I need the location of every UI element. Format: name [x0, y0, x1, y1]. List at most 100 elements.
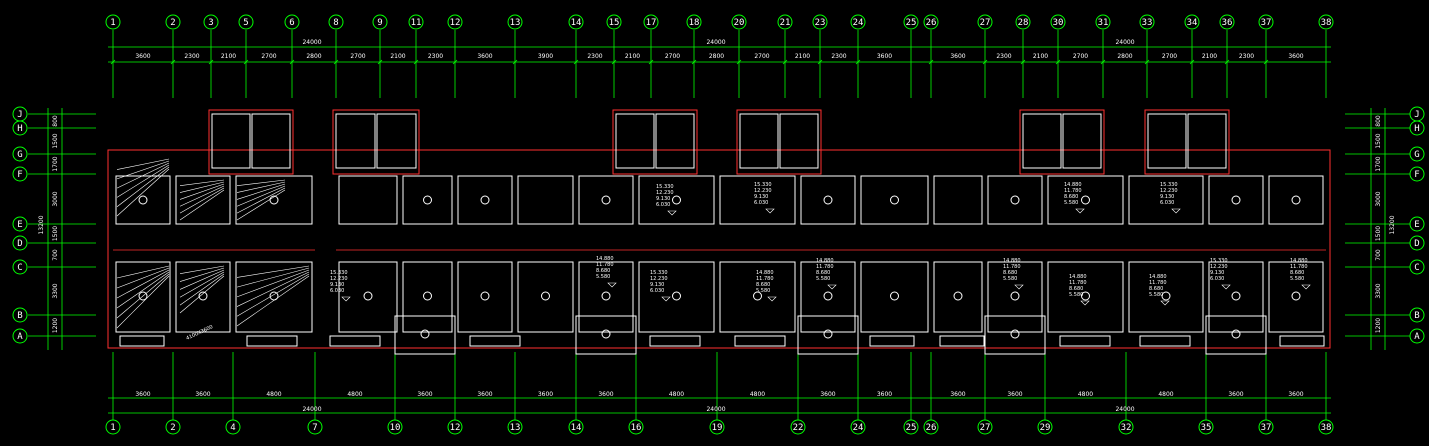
light-fixture [423, 195, 432, 205]
top-dim-text: 3600 [877, 53, 892, 60]
room-lower [933, 261, 983, 333]
axis-label: 36 [1222, 18, 1233, 28]
stair-line [179, 267, 225, 282]
balcony [797, 315, 859, 355]
level-label: 6.030 [1210, 276, 1224, 282]
bay-room [1022, 113, 1062, 169]
top-dim-text: 3600 [950, 53, 965, 60]
dim-tick [1224, 59, 1230, 65]
top-axis-bubble: 26 [923, 14, 939, 30]
top-dim-text: 2300 [587, 53, 602, 60]
level-label: 11.780 [1069, 280, 1087, 286]
top-dim-text: 2700 [754, 53, 769, 60]
axis-label: 13 [510, 18, 521, 28]
level-label: 6.030 [1160, 200, 1174, 206]
dim-tick [512, 59, 518, 65]
bottom-total-dim-text: 24000 [706, 406, 725, 413]
top-dim-text: 2100 [390, 53, 405, 60]
top-total-dim-text: 24000 [302, 39, 321, 46]
axis-label: 2 [170, 423, 175, 433]
bottom-dim-text: 3600 [598, 391, 613, 398]
level-label: 6.030 [754, 200, 768, 206]
level-label: 9.130 [1160, 194, 1174, 200]
side-dim-text: 3000 [52, 191, 59, 206]
dim-tick [1020, 59, 1026, 65]
room-lower [638, 261, 715, 333]
bottom-total-dim-text: 24000 [1115, 406, 1134, 413]
top-dim-text: 2800 [709, 53, 724, 60]
top-dim-text: 3600 [477, 53, 492, 60]
level-label: 14.880 [1064, 182, 1082, 188]
level-label: 5.580 [1064, 200, 1078, 206]
axis-label: 37 [1261, 18, 1272, 28]
light-fixture [480, 195, 490, 205]
top-dim-text: 2700 [350, 53, 365, 60]
dim-tick [611, 59, 617, 65]
side-total-text: 13200 [38, 215, 45, 234]
level-label: 9.130 [650, 282, 664, 288]
bottom-dim-text: 3600 [195, 391, 210, 398]
axis-label: 8 [333, 18, 338, 28]
balcony [575, 315, 637, 355]
room-upper [338, 175, 398, 225]
stair-line [116, 273, 170, 319]
light-fixture [1231, 291, 1241, 301]
axis-label: 16 [631, 423, 642, 433]
light-fixture [1081, 291, 1090, 301]
top-dim-text: 2800 [1117, 53, 1132, 60]
axis-label: 26 [926, 18, 937, 28]
balcony [1279, 335, 1325, 347]
top-axis-bubble: 20 [731, 14, 747, 30]
top-dim-text: 2700 [261, 53, 276, 60]
level-label: 8.680 [1149, 286, 1163, 292]
top-total-dim-text: 24000 [1115, 39, 1134, 46]
level-label: 9.130 [1210, 270, 1224, 276]
stair-line [236, 271, 310, 307]
room-lower [1047, 261, 1124, 333]
axis-label: 29 [1040, 423, 1051, 433]
room-upper [719, 175, 796, 225]
top-dim-text: 2100 [625, 53, 640, 60]
balcony [939, 335, 985, 347]
light-fixture [1161, 291, 1171, 301]
bottom-axis-bubble: 12 [447, 419, 463, 435]
dim-tick [452, 59, 458, 65]
bottom-axis-bubble: 1 [105, 419, 121, 435]
room-upper [457, 175, 513, 225]
level-label: 5.580 [816, 276, 830, 282]
axis-label: 15 [609, 18, 620, 28]
top-axis-bubble: 25 [903, 14, 919, 30]
level-label: 8.680 [596, 268, 610, 274]
top-axis-bubble: 21 [777, 14, 793, 30]
light-fixture [138, 195, 148, 205]
dim-tick [928, 59, 934, 65]
dim-tick [736, 59, 742, 65]
room-upper [638, 175, 715, 225]
room-lower [517, 261, 574, 333]
bottom-dim-text: 4800 [669, 391, 684, 398]
dim-tick [855, 59, 861, 65]
bottom-axis-bubble: 37 [1258, 419, 1274, 435]
bay-outline [1144, 109, 1230, 175]
axis-label: 2 [170, 18, 175, 28]
stair-line [179, 185, 225, 207]
bay-room [1147, 113, 1187, 169]
room-labels: 15.33012.2309.1306.03015.33012.2309.1306… [185, 182, 1311, 342]
light-fixture [480, 291, 490, 301]
row-axis-bubble-right: F [1409, 166, 1425, 182]
bottom-axis-bubble: 16 [628, 419, 644, 435]
top-axis-bubble: 37 [1258, 14, 1274, 30]
level-label: 8.680 [1069, 286, 1083, 292]
wall-outlines [107, 109, 1331, 355]
top-dim-text: 2700 [1162, 53, 1177, 60]
balcony [734, 335, 786, 347]
bottom-axis-bubble: 38 [1318, 419, 1334, 435]
room-lower [457, 261, 513, 333]
top-axis-bubble: 24 [850, 14, 866, 30]
light-fixture [890, 291, 899, 301]
level-marker [1221, 284, 1231, 290]
stair-line [236, 183, 286, 200]
level-label: 12.230 [1160, 188, 1178, 194]
axis-label: 14 [571, 423, 582, 433]
